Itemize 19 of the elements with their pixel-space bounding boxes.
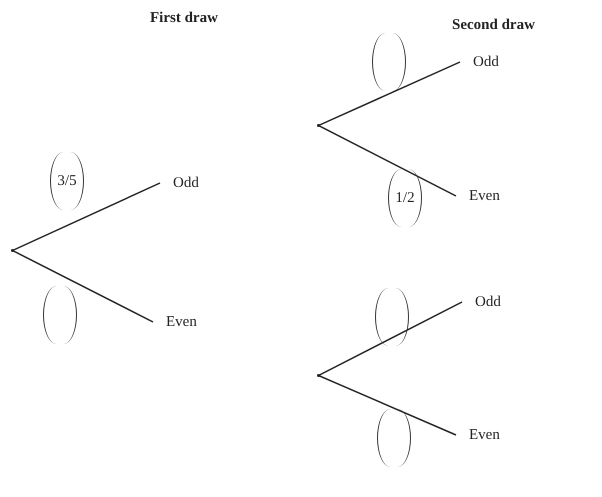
- outcome-label: Odd: [460, 53, 499, 71]
- column-heading: First draw: [150, 10, 218, 27]
- branch-point: [11, 249, 14, 252]
- branch-point: [317, 374, 320, 377]
- fraction-in-brackets: 3/5: [50, 152, 84, 210]
- branch-line: [318, 61, 460, 126]
- column-heading: Second draw: [452, 17, 535, 34]
- fraction-in-brackets: 1/2: [388, 169, 422, 227]
- branch-point: [317, 124, 320, 127]
- outcome-label: Odd: [160, 174, 199, 192]
- outcome-label: Even: [153, 313, 197, 331]
- branch-line: [12, 182, 160, 252]
- outcome-label: Odd: [462, 293, 501, 311]
- outcome-label: Even: [456, 187, 500, 205]
- branch-line: [12, 250, 154, 323]
- branch-line: [318, 124, 456, 197]
- branch-line: [318, 374, 456, 436]
- outcome-label: Even: [456, 426, 500, 444]
- branch-line: [318, 301, 462, 376]
